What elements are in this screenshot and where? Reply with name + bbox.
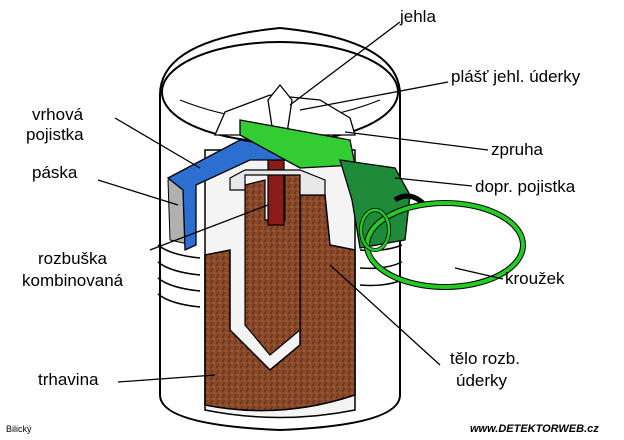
label-krouzek: kroužek (505, 269, 565, 288)
label-telo-rozb: tělo rozb. (450, 349, 520, 368)
label-paska: páska (32, 163, 78, 182)
label-jehla: jehla (399, 7, 436, 26)
transport-pin (339, 159, 411, 249)
striker-body (229, 169, 326, 196)
label-zpruha: zpruha (491, 140, 544, 159)
spring (239, 119, 356, 169)
label-dopr-pojistka: dopr. pojistka (475, 177, 576, 196)
label-trhavina: trhavina (38, 370, 99, 389)
credit: Bilický (6, 424, 32, 434)
cutaway-section (204, 149, 356, 419)
watermark: www.DETEKTORWEB.cz (470, 423, 599, 435)
label-plast-jehl-uderky: plášť jehl. úderky (451, 67, 581, 86)
label-rozbuska: rozbuška (38, 249, 108, 268)
label-pojistka: pojistka (26, 125, 84, 144)
label-uderky: úderky (456, 371, 508, 390)
ring (359, 193, 526, 290)
label-kombinovana: kombinovaná (22, 271, 124, 290)
label-vrhova: vrhová (32, 105, 84, 124)
leader-lines (97, 21, 504, 383)
